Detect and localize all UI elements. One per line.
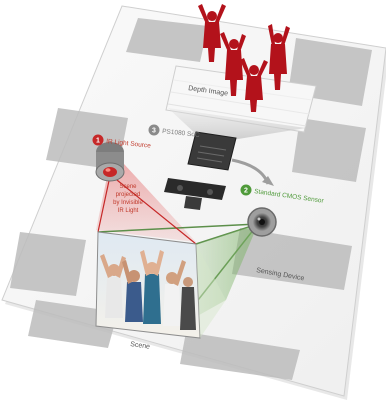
ir-light-source	[96, 142, 124, 181]
step2-number: 2	[244, 188, 248, 195]
scene-label: Scene	[130, 341, 151, 351]
scene-projected-line4: IR Light	[118, 208, 139, 214]
step3-number: 3	[152, 128, 156, 135]
step1-number: 1	[96, 138, 100, 145]
scene-projected-line1: Scene	[119, 184, 137, 190]
scene-projected-line3: by Invisible	[113, 200, 143, 206]
scene-projected-line2: projected	[116, 192, 141, 198]
cmos-sensor	[248, 208, 276, 236]
